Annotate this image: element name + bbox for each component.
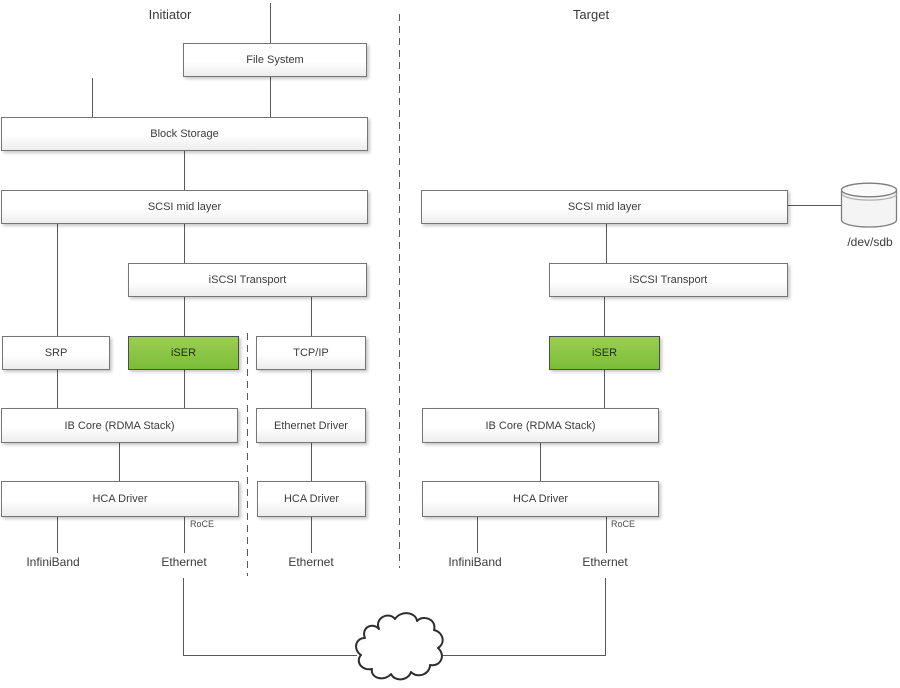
connector-line [443, 655, 605, 656]
connector-line [311, 443, 312, 481]
connector-line [183, 655, 357, 656]
node-hca-driver-initiator: HCA Driver [1, 481, 239, 517]
ethernet-label-target: Ethernet [582, 555, 628, 569]
infiniband-label-initiator: InfiniBand [26, 555, 80, 569]
initiator-title: Initiator [148, 7, 192, 22]
connector-line [184, 517, 185, 553]
rdma-tcp-divider [247, 333, 248, 576]
ethernet-label-initiator: Ethernet [161, 555, 207, 569]
connector-line [184, 151, 185, 190]
disk-cylinder-icon [840, 182, 898, 228]
node-ethernet-driver: Ethernet Driver [256, 408, 366, 443]
infiniband-label-target: InfiniBand [448, 555, 502, 569]
connector-line [183, 578, 184, 656]
node-block-storage: Block Storage [1, 117, 368, 151]
connector-line [270, 77, 271, 117]
node-scsi-mid-layer-initiator: SCSI mid layer [1, 190, 368, 224]
node-tcp-ip: TCP/IP [256, 336, 366, 370]
node-scsi-mid-layer-target: SCSI mid layer [421, 190, 788, 224]
node-iser-target: iSER [549, 336, 660, 370]
connector-line [311, 517, 312, 553]
target-title: Target [572, 7, 610, 22]
dev-sdb-label: /dev/sdb [847, 235, 893, 249]
ethernet-label-tcp: Ethernet [288, 555, 334, 569]
connector-line [92, 78, 93, 117]
node-ib-core-target: IB Core (RDMA Stack) [422, 408, 659, 443]
connector-line [311, 370, 312, 408]
connector-line [788, 205, 841, 206]
connector-line [605, 578, 606, 656]
connector-line [270, 3, 271, 43]
node-file-system: File System [183, 43, 367, 77]
connector-line [119, 443, 120, 481]
roce-label-initiator: RoCE [190, 519, 215, 529]
node-iscsi-transport-target: iSCSI Transport [549, 263, 788, 297]
roce-label-target: RoCE [611, 519, 636, 529]
network-cloud-icon [355, 612, 444, 681]
connector-line [606, 224, 607, 263]
connector-line [606, 517, 607, 553]
node-srp: SRP [2, 336, 110, 370]
initiator-target-divider [399, 14, 400, 568]
connector-line [57, 517, 58, 553]
connector-line [184, 370, 185, 408]
connector-line [57, 224, 58, 336]
connector-line [604, 370, 605, 408]
node-iser-initiator: iSER [128, 336, 239, 370]
connector-line [311, 297, 312, 336]
node-hca-driver-initiator-eth: HCA Driver [257, 481, 366, 517]
node-iscsi-transport-initiator: iSCSI Transport [128, 263, 367, 297]
node-ib-core-initiator: IB Core (RDMA Stack) [1, 408, 238, 443]
connector-line [184, 297, 185, 336]
connector-line [477, 517, 478, 553]
connector-line [604, 297, 605, 336]
node-hca-driver-target: HCA Driver [422, 481, 659, 517]
connector-line [184, 224, 185, 263]
connector-line [57, 370, 58, 408]
connector-line [540, 443, 541, 481]
